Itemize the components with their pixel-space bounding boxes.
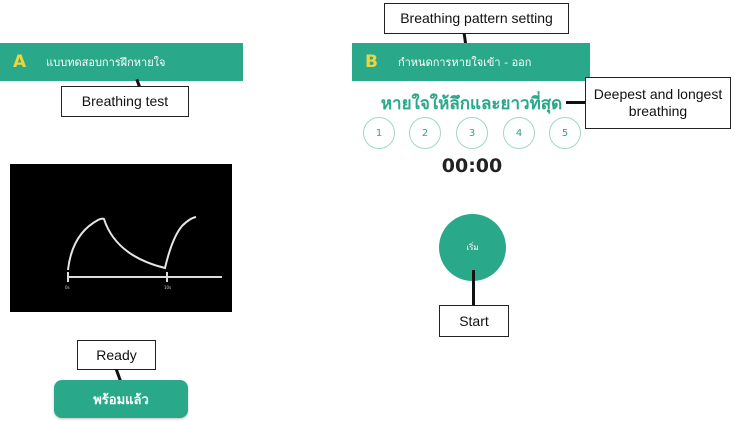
graph-tick-label-start: 0s	[65, 285, 70, 290]
ready-button[interactable]: พร้อมแล้ว	[54, 380, 188, 418]
ready-button-label: พร้อมแล้ว	[93, 392, 149, 408]
level-label-2: 2	[421, 127, 429, 139]
panel-a-header: A แบบทดสอบการฝึกหายใจ	[0, 43, 243, 81]
level-button-5[interactable]: 5	[549, 117, 581, 149]
ready-callout: Ready	[77, 340, 156, 370]
panel-b-header: B กำหนดการหายใจเข้า - ออก	[352, 43, 590, 81]
level-label-5: 5	[561, 127, 569, 139]
panel-a-header-callout-text: Breathing test	[81, 93, 169, 109]
start-callout-connector	[472, 270, 475, 306]
breathing-curve	[67, 216, 197, 271]
level-button-2[interactable]: 2	[409, 117, 441, 149]
instruction-callout-text: Deepest and longest breathing	[593, 86, 723, 119]
start-callout: Start	[439, 305, 509, 337]
start-button-label: เริ่ม	[466, 243, 479, 252]
panel-b-header-callout: Breathing pattern setting	[384, 3, 569, 34]
panel-a-title: แบบทดสอบการฝึกหายใจ	[46, 56, 166, 69]
panel-b-letter: B	[365, 52, 378, 72]
start-button[interactable]: เริ่ม	[439, 214, 506, 281]
breathing-graph-panel: 0s 10s	[10, 164, 232, 312]
breathing-graph: 0s 10s	[65, 216, 222, 290]
instruction-callout: Deepest and longest breathing	[585, 77, 731, 129]
level-button-3[interactable]: 3	[456, 117, 488, 149]
breathing-instruction: หายใจให้ลึกและยาวที่สุด	[380, 94, 563, 114]
panel-b-title: กำหนดการหายใจเข้า - ออก	[397, 56, 532, 69]
level-button-4[interactable]: 4	[503, 117, 535, 149]
graph-tick-label-end: 10s	[164, 285, 171, 290]
start-callout-text: Start	[459, 312, 489, 329]
level-button-1[interactable]: 1	[363, 117, 395, 149]
panel-a-letter: A	[13, 52, 27, 72]
panel-b-header-callout-text: Breathing pattern setting	[400, 10, 553, 26]
panel-a-header-callout: Breathing test	[61, 86, 189, 117]
level-label-1: 1	[375, 127, 383, 139]
ready-callout-text: Ready	[96, 346, 137, 363]
instruction-callout-connector	[566, 101, 586, 104]
timer-display: 00:00	[441, 155, 503, 177]
level-label-3: 3	[468, 127, 476, 139]
level-label-4: 4	[515, 127, 523, 139]
